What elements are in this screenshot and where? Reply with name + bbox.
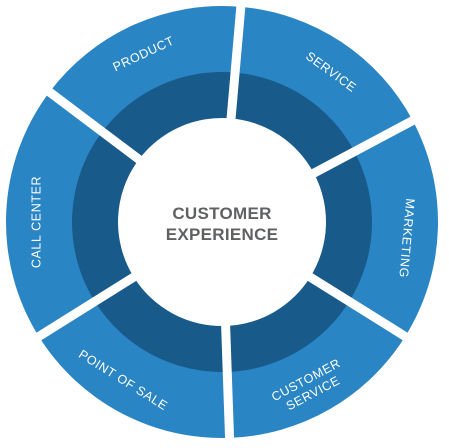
segment-call-center-outer-band [5, 92, 103, 337]
segment-product-outer-band [49, 5, 241, 133]
segment-divider [31, 270, 142, 344]
segment-point-of-sale [38, 277, 230, 439]
segment-service-outer-band [234, 6, 413, 153]
segment-marketing-outer-band [348, 120, 439, 337]
segment-divider [220, 319, 235, 445]
segment-divider [226, 0, 246, 125]
segment-customer-service [225, 277, 406, 438]
segment-product [49, 5, 241, 160]
segment-divider [302, 270, 413, 344]
segment-point-of-sale-inner-band [94, 277, 228, 373]
wheel-segments [5, 0, 439, 445]
segment-call-center-inner-band [71, 131, 139, 302]
segment-service [231, 6, 413, 174]
segment-point-of-sale-outer-band [38, 300, 230, 439]
center-disc [122, 122, 322, 322]
segment-label-marketing-line-1: MARKETING [396, 198, 417, 279]
center-title-line-2: EXPERIENCE [166, 225, 279, 244]
segment-label-call-center: CALL CENTER [30, 176, 44, 268]
segment-divider [41, 84, 147, 167]
segment-divider [306, 113, 421, 180]
center-hub: CUSTOMER EXPERIENCE [122, 122, 322, 322]
segment-label-call-center-line-1: CALL CENTER [30, 176, 44, 268]
center-title-line-1: CUSTOMER [172, 204, 271, 223]
segment-marketing-inner-band [310, 151, 373, 302]
segment-label-marketing: MARKETING [396, 198, 417, 279]
segment-marketing [310, 120, 439, 337]
segment-service-inner-band [231, 72, 355, 174]
segment-call-center [5, 92, 139, 337]
segment-customer-service-outer-band [227, 300, 406, 438]
segment-product-inner-band [102, 71, 236, 160]
segment-customer-service-inner-band [225, 277, 350, 372]
